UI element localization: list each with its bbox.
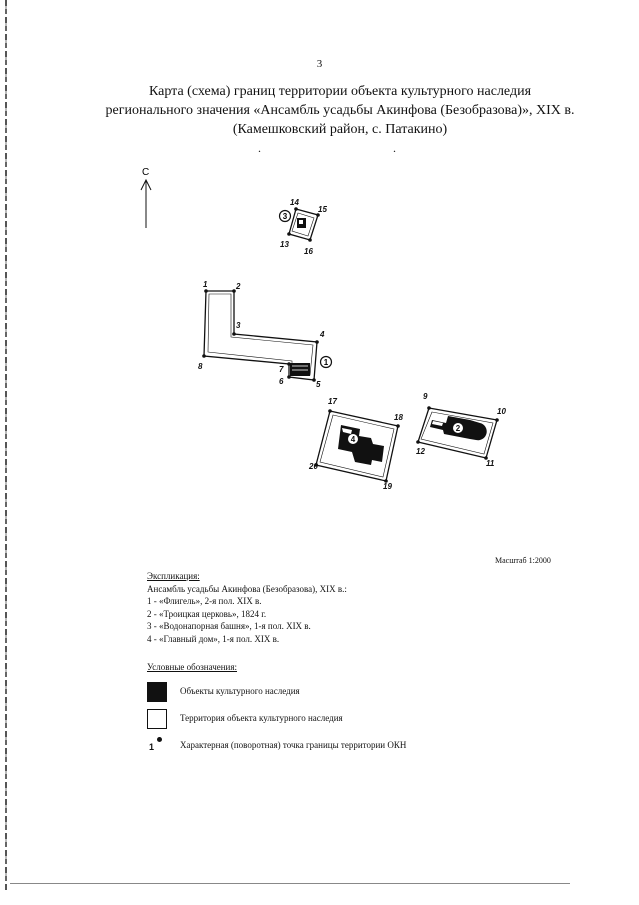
title-line-2: регионального значения «Ансамбль усадьбы…: [105, 103, 575, 118]
point-label-12: 12: [416, 447, 425, 456]
boundary-map: С 1 2: [140, 167, 506, 491]
scan-edge-left: [5, 0, 7, 890]
point-label-15: 15: [318, 205, 327, 214]
legend-point-label: Характерная (поворотная) точка границы т…: [180, 740, 407, 750]
legend-territory-swatch: [147, 709, 167, 729]
svg-text:3: 3: [283, 212, 288, 221]
legend-heading: Условные обозначения:: [147, 662, 238, 672]
heritage-object-4: [338, 425, 384, 465]
explication-heading: Экспликация:: [147, 571, 200, 581]
territory-1: [203, 290, 318, 381]
point-label-13: 13: [280, 240, 289, 249]
point-label-17: 17: [328, 397, 337, 406]
scan-dot: .: [258, 141, 261, 155]
territory-2: [417, 407, 498, 459]
point-label-8: 8: [198, 362, 203, 371]
heritage-object-1: [290, 363, 310, 376]
point-label-5: 5: [316, 380, 321, 389]
point-label-3: 3: [236, 321, 241, 330]
legend-point-symbol: 1: [147, 737, 171, 753]
scan-edge-bottom: [10, 883, 570, 884]
north-arrow: С: [140, 167, 152, 228]
point-label-14: 14: [290, 198, 299, 207]
territory-3: [288, 208, 319, 241]
point-label-16: 16: [304, 247, 313, 256]
territory-4: [315, 410, 399, 482]
explication-item: 3 - «Водонапорная башня», 1-я пол. XIX в…: [147, 621, 311, 631]
svg-text:1: 1: [324, 358, 329, 367]
map-title: Карта (схема) границ территории объекта …: [40, 82, 639, 139]
explication-item: 4 - «Главный дом», 1-я пол. XIX в.: [147, 633, 280, 644]
north-label: С: [142, 167, 149, 178]
object-marker-4: 4: [348, 434, 358, 444]
point-label-10: 10: [497, 407, 506, 416]
explication-item: 2 - «Троицкая церковь», 1824 г.: [147, 608, 267, 619]
explication-item: 1 - «Флигель», 2-я пол. XIX в.: [147, 596, 262, 606]
explication-ensemble: Ансамбль усадьбы Акинфова (Безобразова),…: [147, 583, 347, 594]
point-label-7: 7: [279, 365, 284, 374]
explication: Экспликация: Ансамбль усадьбы Акинфова (…: [147, 570, 347, 645]
svg-text:2: 2: [456, 424, 461, 433]
title-line-3: (Камешковский район, с. Патакино): [232, 122, 448, 137]
point-label-2: 2: [235, 282, 241, 291]
svg-text:4: 4: [351, 435, 356, 444]
legend-point-number: 1: [149, 742, 155, 752]
object-marker-1: 1: [319, 355, 333, 369]
legend-heritage-swatch: [147, 682, 167, 702]
point-label-11: 11: [486, 459, 495, 468]
point-label-6: 6: [279, 377, 284, 386]
title-line-1: Карта (схема) границ территории объекта …: [148, 84, 532, 99]
boundary-point-dots: [202, 207, 499, 483]
point-label-9: 9: [423, 392, 428, 401]
point-label-1: 1: [203, 280, 208, 289]
point-label-4: 4: [319, 330, 325, 339]
point-label-20: 20: [308, 462, 318, 471]
scan-dot: .: [393, 141, 396, 155]
object-marker-3: 3: [278, 209, 292, 223]
legend-point-dot: [157, 737, 162, 742]
boundary-point-labels: 1 2 3 4 5 6 7 8 9 10 11 12 13 14 15 16 1…: [198, 198, 506, 491]
point-label-19: 19: [383, 482, 392, 491]
legend-heritage-label: Объекты культурного наследия: [180, 686, 300, 696]
map-scale: Масштаб 1:2000: [495, 556, 551, 565]
point-label-18: 18: [394, 413, 403, 422]
page-number: 3: [316, 58, 323, 70]
legend-territory-label: Территория объекта культурного наследия: [180, 713, 343, 723]
object-marker-2: 2: [453, 423, 463, 433]
